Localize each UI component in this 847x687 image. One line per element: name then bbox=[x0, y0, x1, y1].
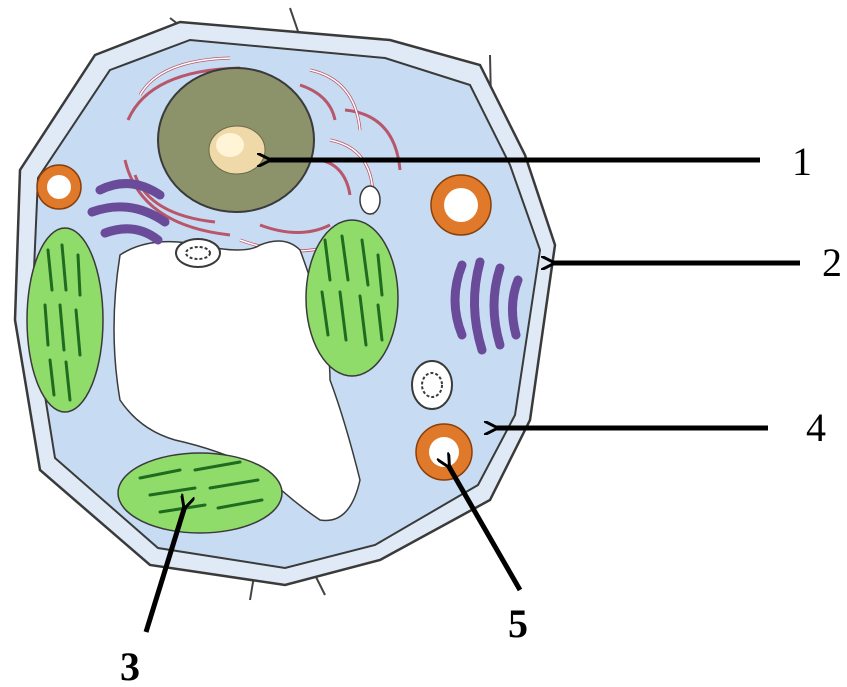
label-4: 4 bbox=[806, 405, 826, 450]
label-5: 5 bbox=[508, 601, 528, 646]
chloroplast-bottom bbox=[118, 453, 282, 533]
mitochondrion-bottom bbox=[416, 424, 472, 480]
peroxisome-top bbox=[176, 239, 220, 267]
chloroplast-center bbox=[306, 220, 398, 376]
label-1: 1 bbox=[792, 139, 812, 184]
peroxisome-right bbox=[412, 361, 452, 409]
chloroplast-left bbox=[27, 228, 103, 412]
label-3: 3 bbox=[120, 644, 140, 687]
mitochondrion-left bbox=[37, 165, 81, 209]
label-2: 2 bbox=[822, 240, 842, 285]
nucleolus-highlight bbox=[216, 133, 244, 157]
mitochondrion-right-top bbox=[431, 175, 491, 235]
vesicle bbox=[360, 186, 380, 214]
